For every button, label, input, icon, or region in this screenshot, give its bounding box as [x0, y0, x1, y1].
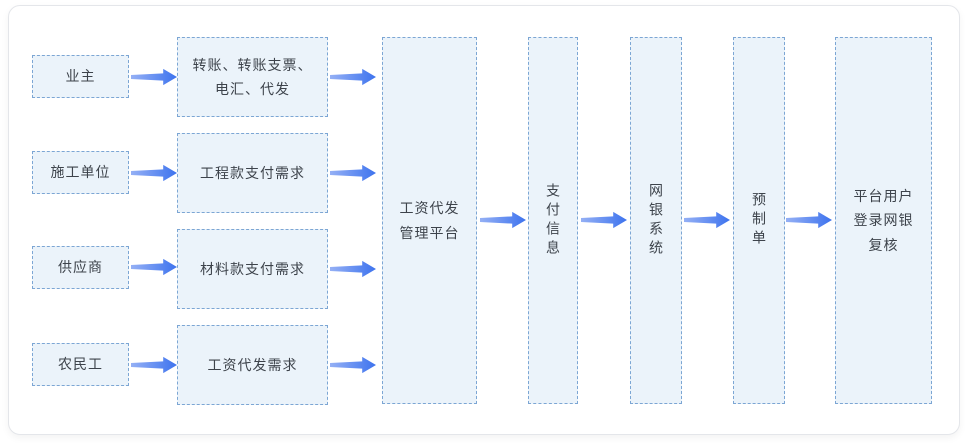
node-ebank-system: 网银系统	[630, 37, 682, 404]
node-platform-user-review-label: 平台用户 登录网银 复核	[853, 187, 914, 253]
node-ebank-system-label: 网银系统	[648, 182, 664, 259]
node-prefabricated-order: 预制单	[733, 37, 785, 404]
node-migrant-worker-label: 农民工	[58, 356, 103, 373]
node-salary-distribution-demand-label: 工资代发需求	[207, 356, 298, 373]
node-material-payment-demand: 材料款支付需求	[177, 229, 328, 309]
node-salary-distribution-demand: 工资代发需求	[177, 325, 328, 405]
node-material-payment-demand-label: 材料款支付需求	[200, 260, 305, 277]
node-transfer-methods-label: 转账、转账支票、 电汇、代发	[192, 56, 313, 98]
node-contractor: 施工单位	[32, 151, 129, 194]
node-platform-user-review: 平台用户 登录网银 复核	[835, 37, 932, 404]
node-supplier-label: 供应商	[58, 259, 103, 276]
node-payment-info-label: 支付信息	[545, 182, 561, 259]
node-supplier: 供应商	[32, 246, 129, 289]
node-salary-platform-label: 工资代发 管理平台	[399, 200, 460, 241]
node-salary-platform: 工资代发 管理平台	[382, 37, 477, 404]
node-contractor-label: 施工单位	[50, 164, 111, 181]
node-payment-info: 支付信息	[528, 37, 578, 404]
node-migrant-worker: 农民工	[32, 343, 129, 386]
node-owner: 业主	[32, 55, 129, 98]
node-owner-label: 业主	[65, 68, 96, 85]
node-project-payment-demand-label: 工程款支付需求	[200, 164, 305, 181]
node-transfer-methods: 转账、转账支票、 电汇、代发	[177, 37, 328, 117]
node-project-payment-demand: 工程款支付需求	[177, 133, 328, 213]
node-prefabricated-order-label: 预制单	[751, 192, 767, 249]
